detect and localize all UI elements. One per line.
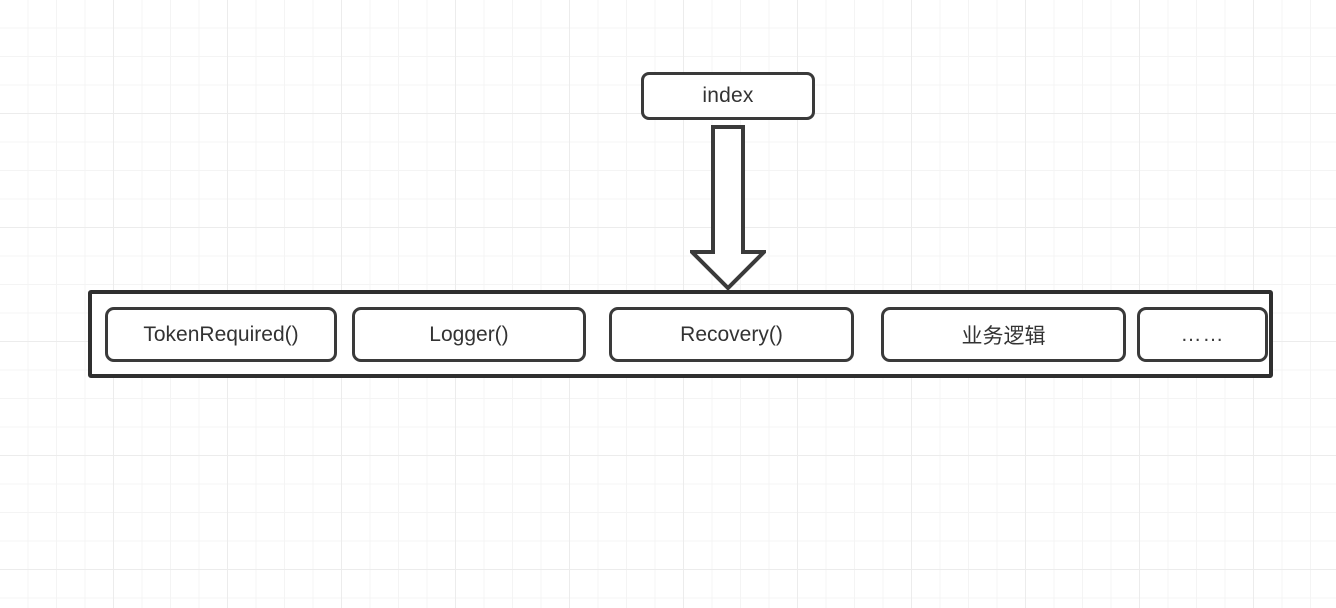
middleware-box-token-required[interactable]: TokenRequired() (105, 307, 337, 362)
middleware-label: TokenRequired() (143, 322, 299, 346)
arrow-down-icon (690, 125, 766, 291)
middleware-box-recovery[interactable]: Recovery() (609, 307, 854, 362)
middleware-box-ellipsis[interactable]: …… (1137, 307, 1268, 362)
middleware-chain-container: TokenRequired() Logger() Recovery() 业务逻辑… (88, 290, 1273, 378)
middleware-label: Logger() (429, 322, 509, 346)
node-index[interactable]: index (641, 72, 815, 120)
middleware-label: …… (1180, 322, 1225, 346)
node-index-label: index (702, 84, 754, 107)
middleware-box-logger[interactable]: Logger() (352, 307, 586, 362)
middleware-label: Recovery() (680, 322, 783, 346)
middleware-box-business-logic[interactable]: 业务逻辑 (881, 307, 1126, 362)
middleware-label: 业务逻辑 (961, 324, 1046, 348)
